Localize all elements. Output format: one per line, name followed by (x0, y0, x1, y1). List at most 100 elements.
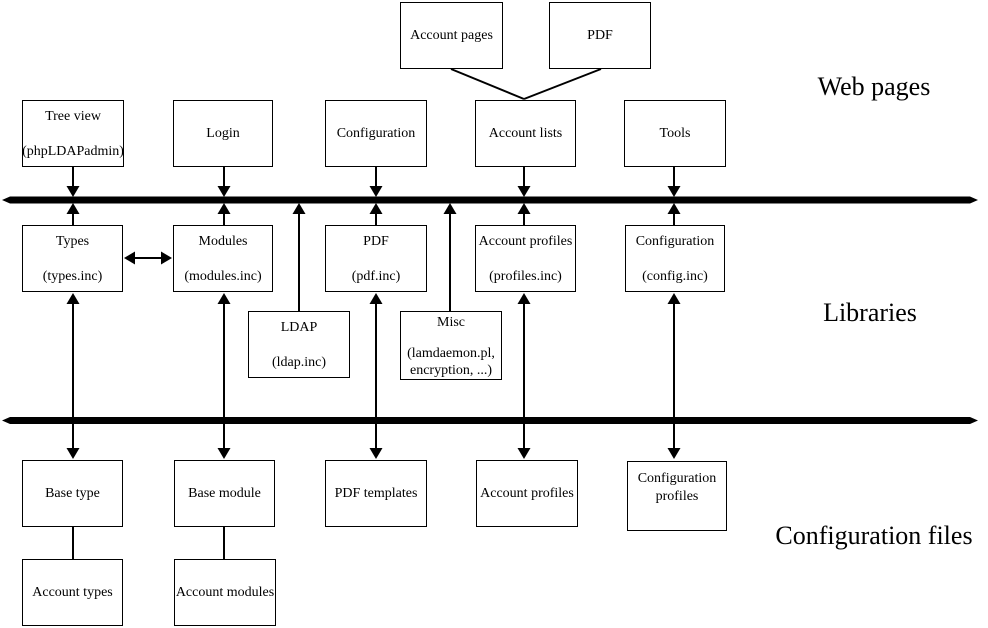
connector-modules-to-bus (217, 203, 231, 225)
box-login: Login (173, 100, 273, 167)
modules-to-bus-end-arrowhead-icon (217, 203, 231, 214)
box-account-modules: Account modules (174, 559, 276, 626)
connector-tree-view-to-bus (66, 167, 80, 197)
box-pdf-page-label: PDF (587, 27, 613, 43)
misc-to-bus-end-arrowhead-icon (443, 203, 457, 214)
configuration-profiles-link-start-arrowhead-icon (667, 293, 681, 304)
types-modules-link-end-arrowhead-icon (161, 251, 172, 265)
box-types-lib-label: Types (55, 234, 90, 249)
account-lists-to-bus-end-arrowhead-icon (517, 186, 531, 197)
box-misc-lib-label: Misc (437, 315, 465, 330)
box-configuration-lib: Configuration (config.inc) (625, 225, 725, 292)
box-misc-lib-label: encryption, ...) (409, 363, 493, 378)
box-modules-lib-label: Modules (198, 234, 248, 249)
box-ldap-lib: LDAP (ldap.inc) (248, 311, 350, 378)
box-account-profiles-lib-label: Account profiles (478, 234, 573, 249)
box-tree-view: Tree view (phpLDAPadmin) (22, 100, 124, 167)
connector-misc-to-bus (443, 203, 457, 311)
connector-types-modules-link (124, 251, 172, 265)
box-account-lists-label: Account lists (488, 125, 563, 141)
box-account-types-label: Account types (32, 584, 113, 600)
connector-pdf-page-to-account-lists (523, 68, 602, 100)
box-modules-lib-label: (modules.inc) (184, 269, 262, 284)
types-modules-link-start-arrowhead-icon (124, 251, 135, 265)
box-pdf-lib-label: (pdf.inc) (351, 269, 401, 284)
box-tree-view-label: Tree view (45, 109, 101, 124)
connector-configuration-page-to-bus (369, 167, 383, 197)
box-account-modules-label: Account modules (175, 584, 275, 600)
box-configuration-lib-label: (config.inc) (642, 269, 708, 284)
tree-view-to-bus-end-arrowhead-icon (66, 186, 80, 197)
modules-base-module-link-end-arrowhead-icon (217, 448, 231, 459)
pdf-pdf-templates-link-start-arrowhead-icon (369, 293, 383, 304)
connector-configuration-profiles-link (667, 293, 681, 459)
types-to-bus-end-arrowhead-icon (66, 203, 80, 214)
box-account-lists: Account lists (475, 100, 576, 167)
connector-ldap-to-bus (292, 203, 306, 311)
connector-account-lists-to-bus (517, 167, 531, 197)
box-ldap-lib-label: LDAP (280, 320, 318, 335)
box-tools: Tools (624, 100, 726, 167)
connector-account-profiles-to-bus (517, 203, 531, 225)
connector-pdf-pdf-templates-link (369, 293, 383, 459)
configuration-profiles-link-end-arrowhead-icon (667, 448, 681, 459)
box-login-label: Login (206, 125, 240, 141)
box-ldap-lib-label: (ldap.inc) (271, 355, 327, 370)
connector-login-to-bus (217, 167, 231, 197)
box-account-profiles-lib: Account profiles (profiles.inc) (475, 225, 576, 292)
box-base-type: Base type (22, 460, 123, 527)
box-account-types: Account types (22, 559, 123, 626)
connector-configuration-lib-to-bus (667, 203, 681, 225)
box-tools-label: Tools (659, 125, 691, 141)
types-base-type-link-start-arrowhead-icon (66, 293, 80, 304)
configuration-lib-to-bus-end-arrowhead-icon (667, 203, 681, 214)
box-configuration-profiles-label: profiles (655, 489, 699, 504)
box-pdf-templates: PDF templates (325, 460, 427, 527)
ldap-to-bus-end-arrowhead-icon (292, 203, 306, 214)
box-account-profiles-lib-label: (profiles.inc) (489, 269, 562, 284)
connector-pdf-lib-to-bus (369, 203, 383, 225)
connector-account-pages-to-account-lists (450, 68, 525, 100)
login-to-bus-end-arrowhead-icon (217, 186, 231, 197)
connector-types-base-type-link (66, 293, 80, 459)
box-configuration-lib-label: Configuration (635, 234, 715, 249)
box-tree-view-label: (phpLDAPadmin) (22, 144, 124, 159)
account-pages-to-account-lists-line (450, 68, 525, 100)
box-account-pages-label: Account pages (410, 27, 493, 43)
box-account-pages: Account pages (400, 2, 503, 69)
connector-types-to-bus (66, 203, 80, 225)
box-configuration-page-label: Configuration (336, 125, 416, 141)
box-types-lib-label: (types.inc) (42, 269, 103, 284)
modules-base-module-link-start-arrowhead-icon (217, 293, 231, 304)
box-pdf-lib: PDF(pdf.inc) (325, 225, 427, 292)
box-pdf-page: PDF (549, 2, 651, 69)
bus-web-libraries-bus (2, 196, 978, 204)
connector-tools-to-bus (667, 167, 681, 197)
types-base-type-link-end-arrowhead-icon (66, 448, 80, 459)
section-label-configuration-files: Configuration files (775, 521, 973, 550)
connector-modules-base-module-link (217, 293, 231, 459)
bus-libraries-config-bus (2, 417, 978, 424)
box-pdf-templates-label: PDF templates (334, 485, 418, 501)
section-label-web-pages: Web pages (817, 72, 931, 101)
box-base-module: Base module (174, 460, 275, 527)
box-misc-lib: Misc (lamdaemon.pl, encryption, ...) (400, 311, 502, 380)
tools-to-bus-end-arrowhead-icon (667, 186, 681, 197)
box-modules-lib: Modules (modules.inc) (173, 225, 273, 292)
pdf-page-to-account-lists-line (523, 68, 602, 100)
box-base-module-label: Base module (188, 485, 261, 501)
pdf-pdf-templates-link-end-arrowhead-icon (369, 448, 383, 459)
box-configuration-page: Configuration (325, 100, 427, 167)
box-misc-lib-label: (lamdaemon.pl, (407, 346, 495, 361)
account-profiles-to-bus-end-arrowhead-icon (517, 203, 531, 214)
connector-account-profiles-link (517, 293, 531, 459)
account-profiles-link-end-arrowhead-icon (517, 448, 531, 459)
section-label-libraries: Libraries (823, 298, 917, 327)
pdf-lib-to-bus-end-arrowhead-icon (369, 203, 383, 214)
account-profiles-link-start-arrowhead-icon (517, 293, 531, 304)
box-account-profiles-file: Account profiles (476, 460, 578, 527)
box-base-type-label: Base type (45, 485, 100, 501)
